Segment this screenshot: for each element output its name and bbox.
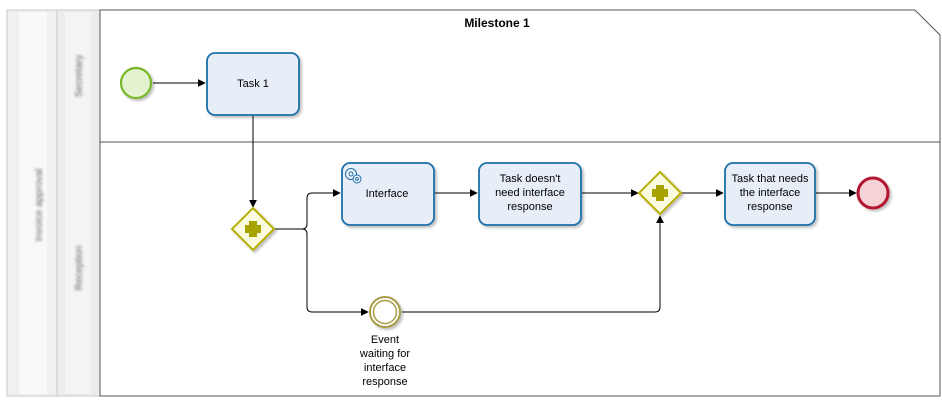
parallel-plus-icon	[245, 221, 261, 237]
end-event[interactable]	[856, 176, 890, 210]
task-needs-response[interactable]	[724, 162, 816, 226]
task-needs-response-line-2: the interface	[740, 187, 801, 199]
lane-name-reception: Reception	[74, 245, 85, 290]
task-no-response-line-1: Task doesn't	[500, 173, 561, 185]
task-interface[interactable]	[341, 162, 435, 226]
event-label-line-2: waiting for	[359, 348, 410, 360]
sequence-flows	[153, 79, 857, 316]
parallel-plus-icon	[652, 185, 668, 201]
gear-icon	[345, 168, 362, 184]
event-label-line-4: response	[362, 376, 407, 388]
task-no-response-line-2: need interface	[495, 187, 565, 199]
lane-name-secretary: Secretary	[74, 55, 85, 98]
event-label-line-1: Event	[371, 334, 399, 346]
flow-gateway-to-event	[301, 228, 369, 316]
event-label-line-3: interface	[364, 362, 406, 374]
start-event[interactable]	[119, 66, 153, 100]
intermediate-event[interactable]	[369, 296, 401, 328]
task-interface-label: Interface	[366, 188, 409, 200]
task-needs-response-line-3: response	[747, 201, 792, 213]
milestone-title: Milestone 1	[464, 16, 530, 30]
flow-gateway-to-interface	[273, 189, 341, 230]
flow-event-to-join	[402, 215, 664, 313]
task-1-label: Task 1	[237, 78, 269, 90]
task-needs-response-line-1: Task that needs	[731, 173, 809, 185]
pool-name: Invoice approval	[34, 169, 45, 242]
task-1[interactable]	[206, 52, 300, 116]
task-no-response[interactable]	[478, 162, 582, 226]
task-no-response-line-3: response	[507, 201, 552, 213]
